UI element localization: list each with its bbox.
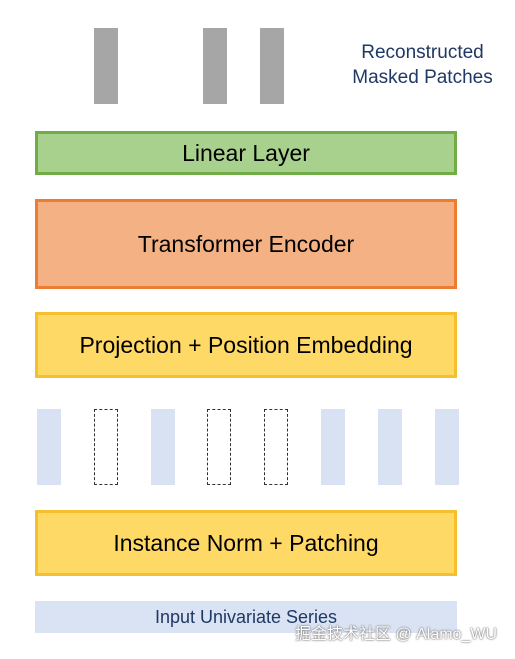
visible-patch	[37, 409, 61, 485]
visible-patch	[378, 409, 402, 485]
instance-norm-patching-label: Instance Norm + Patching	[113, 529, 379, 556]
projection-position-embedding-box: Projection + Position Embedding	[35, 312, 457, 378]
reconstructed-patch	[94, 28, 118, 104]
transformer-encoder-box: Transformer Encoder	[35, 199, 457, 289]
visible-patch	[435, 409, 459, 485]
projection-position-embedding-label: Projection + Position Embedding	[79, 331, 413, 358]
visible-patch	[151, 409, 175, 485]
masked-patch	[94, 409, 118, 485]
reconstructed-patch	[260, 28, 284, 104]
masked-patch	[264, 409, 288, 485]
linear-layer-label: Linear Layer	[182, 139, 310, 166]
input-univariate-series-label: Input Univariate Series	[154, 606, 338, 627]
instance-norm-patching-box: Instance Norm + Patching	[35, 510, 457, 576]
reconstructed-patch	[203, 28, 227, 104]
transformer-encoder-label: Transformer Encoder	[137, 230, 355, 257]
input-univariate-series-box: Input Univariate Series	[35, 601, 457, 633]
linear-layer-box: Linear Layer	[35, 131, 457, 175]
visible-patch	[321, 409, 345, 485]
reconstructed-label-line1: Reconstructed	[361, 42, 484, 63]
reconstructed-label-line2: Masked Patches	[352, 67, 493, 88]
masked-patch	[207, 409, 231, 485]
reconstructed-masked-patches-label: Reconstructed Masked Patches	[340, 40, 505, 90]
watermark: 掘金技术社区 @ Alamo_WU	[294, 626, 497, 643]
